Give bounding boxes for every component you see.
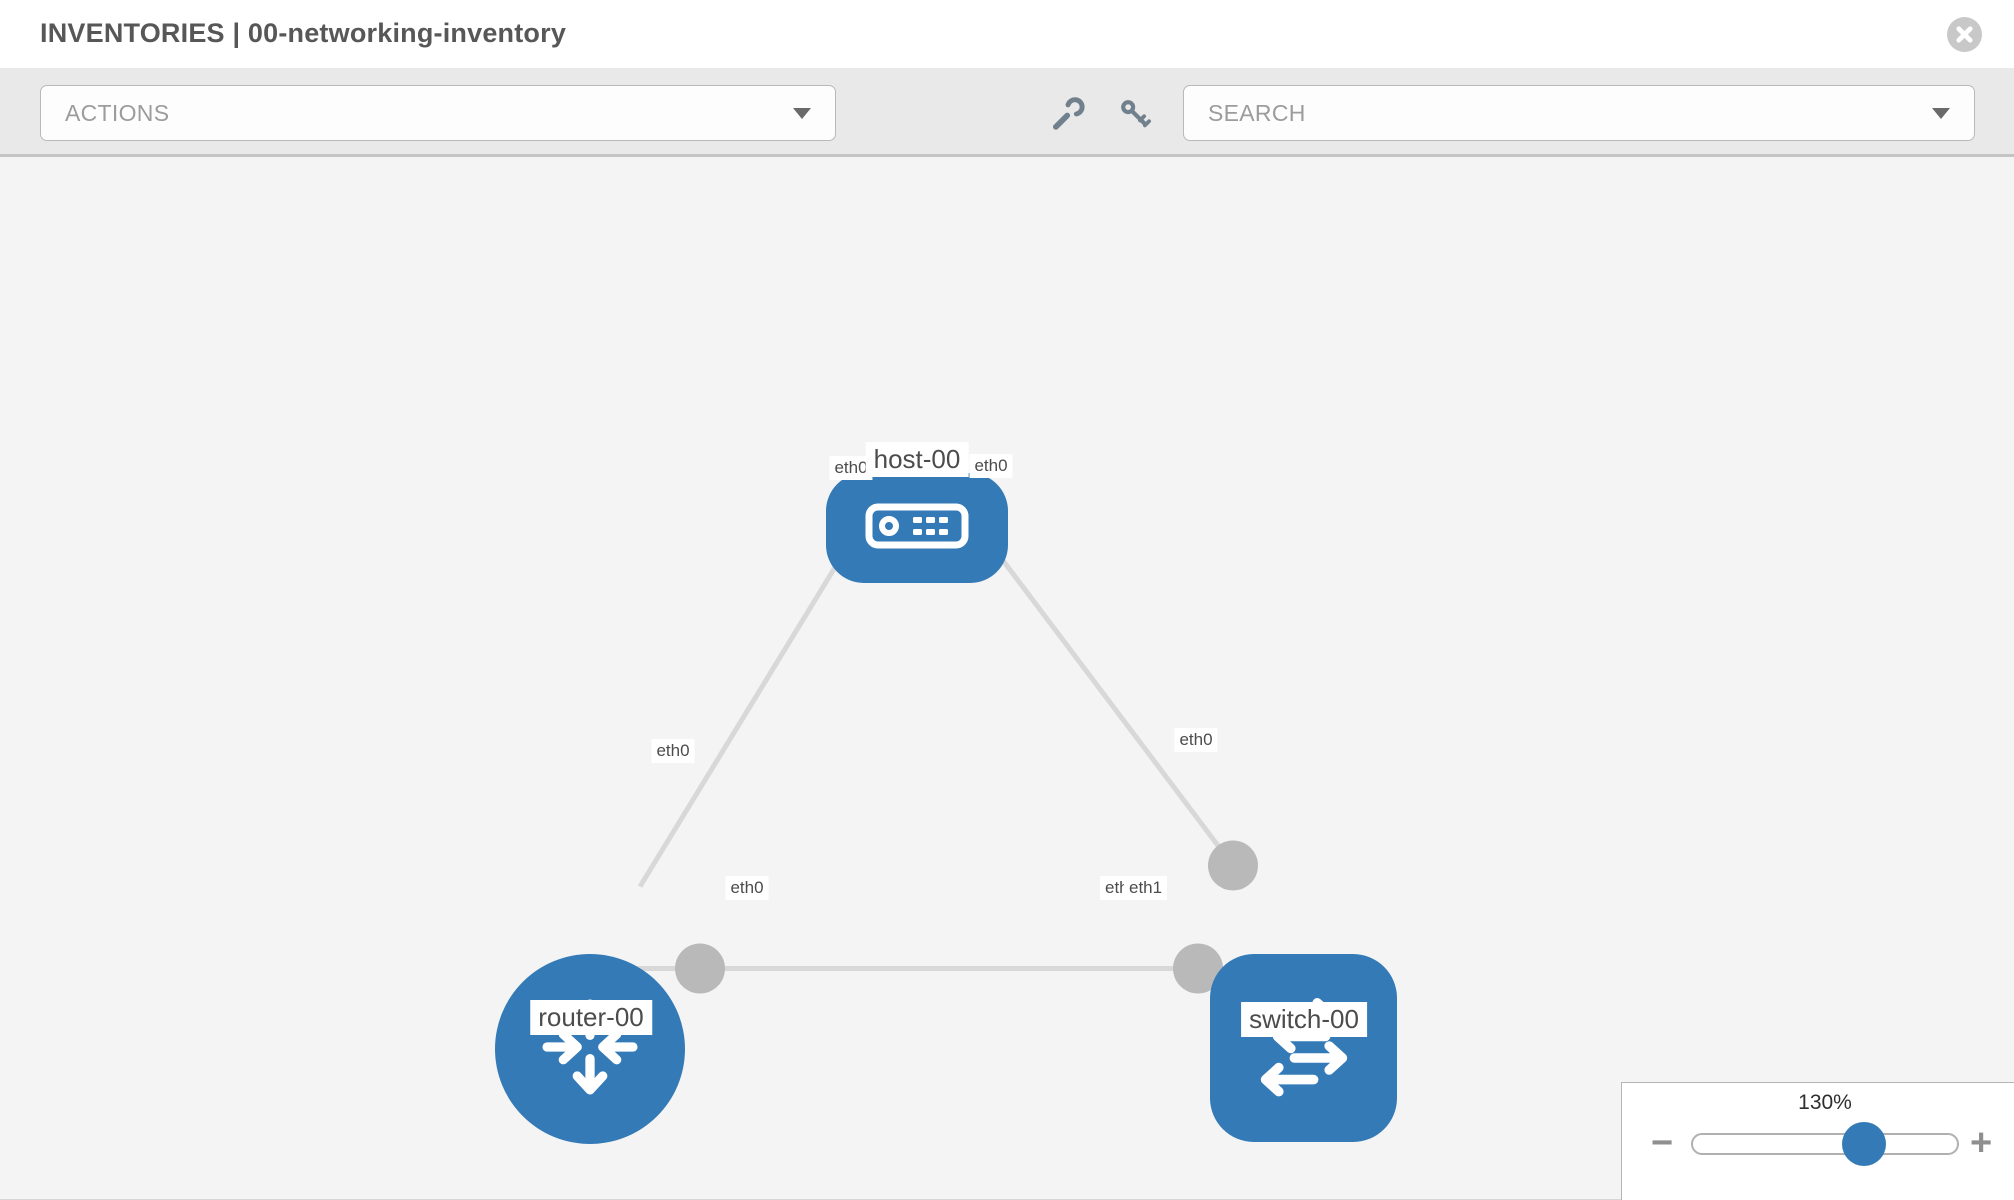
chevron-down-icon <box>1932 108 1950 119</box>
zoom-out-button[interactable]: − <box>1651 1121 1673 1165</box>
node-label-host[interactable]: host-00 <box>865 442 969 477</box>
node-label-switch[interactable]: switch-00 <box>1241 1002 1367 1037</box>
actions-dropdown[interactable]: ACTIONS <box>40 85 836 141</box>
page-title: INVENTORIES | 00-networking-inventory <box>40 18 567 48</box>
node-router-00[interactable] <box>495 954 685 1144</box>
minus-icon: − <box>1651 1122 1674 1164</box>
search-dropdown-label: SEARCH <box>1208 99 1306 126</box>
configure-button[interactable] <box>1046 94 1090 138</box>
close-button[interactable] <box>1947 17 1982 52</box>
actions-dropdown-label: ACTIONS <box>65 99 170 126</box>
port-label-host-eth0-right: eth0 <box>969 454 1013 478</box>
credentials-button[interactable] <box>1113 94 1157 138</box>
zoom-level-value: 130% <box>1798 1091 1852 1114</box>
endpoint-switch-eth0[interactable] <box>1208 840 1258 891</box>
search-dropdown[interactable]: SEARCH <box>1183 85 1975 141</box>
host-icon <box>865 503 969 554</box>
topology-canvas[interactable]: host-00 router-00 switch-00 eth0 eth0 et… <box>0 157 2014 1200</box>
toolbar: ACTIONS SEARCH <box>0 68 2014 157</box>
port-label-router-eth0-up: eth0 <box>651 739 695 763</box>
plus-icon: + <box>1970 1122 1993 1164</box>
endpoint-router-eth0[interactable] <box>675 943 725 994</box>
port-label-host-eth0-left: eth0 <box>829 456 873 480</box>
zoom-slider-track[interactable] <box>1691 1133 1959 1155</box>
key-icon <box>1116 95 1154 138</box>
node-label-router[interactable]: router-00 <box>530 1000 652 1035</box>
port-label-switch-eth0-top: eth0 <box>1174 728 1218 752</box>
node-switch-00[interactable] <box>1210 954 1397 1142</box>
port-label-switch-eth0-hidden: eth0 <box>1100 876 1127 900</box>
zoom-slider-thumb[interactable] <box>1842 1122 1886 1166</box>
zoom-in-button[interactable]: + <box>1970 1121 1992 1165</box>
close-icon <box>1955 25 1974 44</box>
wrench-icon <box>1049 95 1087 138</box>
port-label-router-eth0: eth0 <box>725 876 769 900</box>
topology-edges <box>620 474 1258 994</box>
zoom-control-panel: 130% − + <box>1621 1082 2014 1200</box>
node-host-00[interactable] <box>826 473 1008 583</box>
chevron-down-icon <box>793 108 811 119</box>
header: INVENTORIES | 00-networking-inventory <box>0 0 2014 68</box>
port-label-switch-eth1: eth1 <box>1124 876 1168 900</box>
